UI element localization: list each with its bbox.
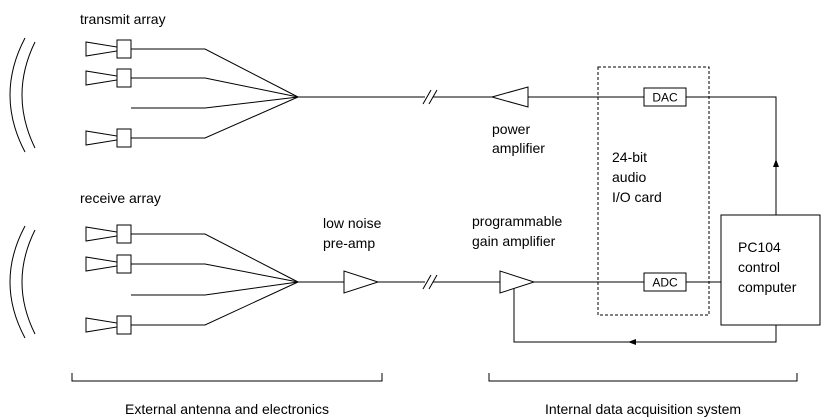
- external-group-bracket: [71, 373, 383, 382]
- transmit-array-label: transmit array: [80, 11, 166, 27]
- receive-wave-arc-1: [9, 225, 26, 339]
- transmit-array: transmit array: [9, 11, 299, 153]
- lna-label: pre-amp: [323, 235, 375, 251]
- audio-card-label: I/O card: [612, 189, 662, 205]
- receive-horn-icon: [85, 256, 118, 272]
- internal-group-label: Internal data acquisition system: [545, 401, 741, 417]
- receive-wave-arc-2: [21, 229, 36, 335]
- receive-horn-icon: [85, 317, 118, 333]
- pc104-computer-box: [720, 214, 821, 326]
- pc104-label: PC104: [738, 239, 781, 255]
- programmable-gain-amplifier-icon: [499, 270, 536, 294]
- power-amplifier-label: amplifier: [492, 140, 545, 156]
- receive-feed-line: [131, 263, 299, 283]
- lna-label: low noise: [323, 215, 382, 231]
- transmit-feed-line: [131, 48, 299, 98]
- receive-element-box: [116, 254, 132, 274]
- gain-control-line: [513, 288, 777, 343]
- arrowhead-up-icon: [773, 159, 779, 167]
- power-amplifier-icon: [490, 86, 529, 108]
- transmit-feed-line: [131, 96, 299, 109]
- transmit-element-box: [116, 39, 132, 59]
- receive-element-box: [116, 224, 132, 244]
- transmit-horn-icon: [85, 130, 118, 146]
- audio-card-label: 24-bit: [612, 149, 647, 165]
- internal-group-bracket: [488, 373, 798, 382]
- pga-label: programmable: [472, 213, 562, 229]
- audio-card-label: audio: [612, 169, 646, 185]
- audio-io-card: [597, 66, 710, 316]
- transmit-wave-arc-1: [9, 37, 26, 153]
- transmit-wave-arc-2: [21, 41, 36, 149]
- receive-feed-line: [131, 233, 299, 283]
- transmit-horn-icon: [85, 41, 118, 57]
- receive-array-label: receive array: [80, 190, 161, 206]
- transmit-feed-line: [131, 77, 299, 98]
- pga-label: gain amplifier: [472, 233, 556, 249]
- external-group-label: External antenna and electronics: [125, 401, 329, 417]
- dac-label: DAC: [652, 91, 678, 105]
- receive-feed-line: [131, 281, 299, 326]
- receive-array: receive array: [9, 190, 299, 339]
- adc-label: ADC: [652, 276, 678, 290]
- transmit-element-box: [116, 128, 132, 148]
- arrowhead-left-icon: [628, 339, 636, 345]
- dac-to-computer-line: [686, 96, 777, 215]
- power-amplifier-label: power: [492, 121, 530, 137]
- transmit-feed-line: [131, 96, 299, 139]
- transmit-element-box: [116, 68, 132, 88]
- pc104-label: control: [738, 259, 780, 275]
- receive-feed-line: [131, 281, 299, 296]
- pc104-label: computer: [738, 279, 797, 295]
- transmit-horn-icon: [85, 70, 118, 86]
- receive-element-box: [116, 315, 132, 335]
- low-noise-preamp-icon: [343, 270, 380, 294]
- receive-horn-icon: [85, 226, 118, 242]
